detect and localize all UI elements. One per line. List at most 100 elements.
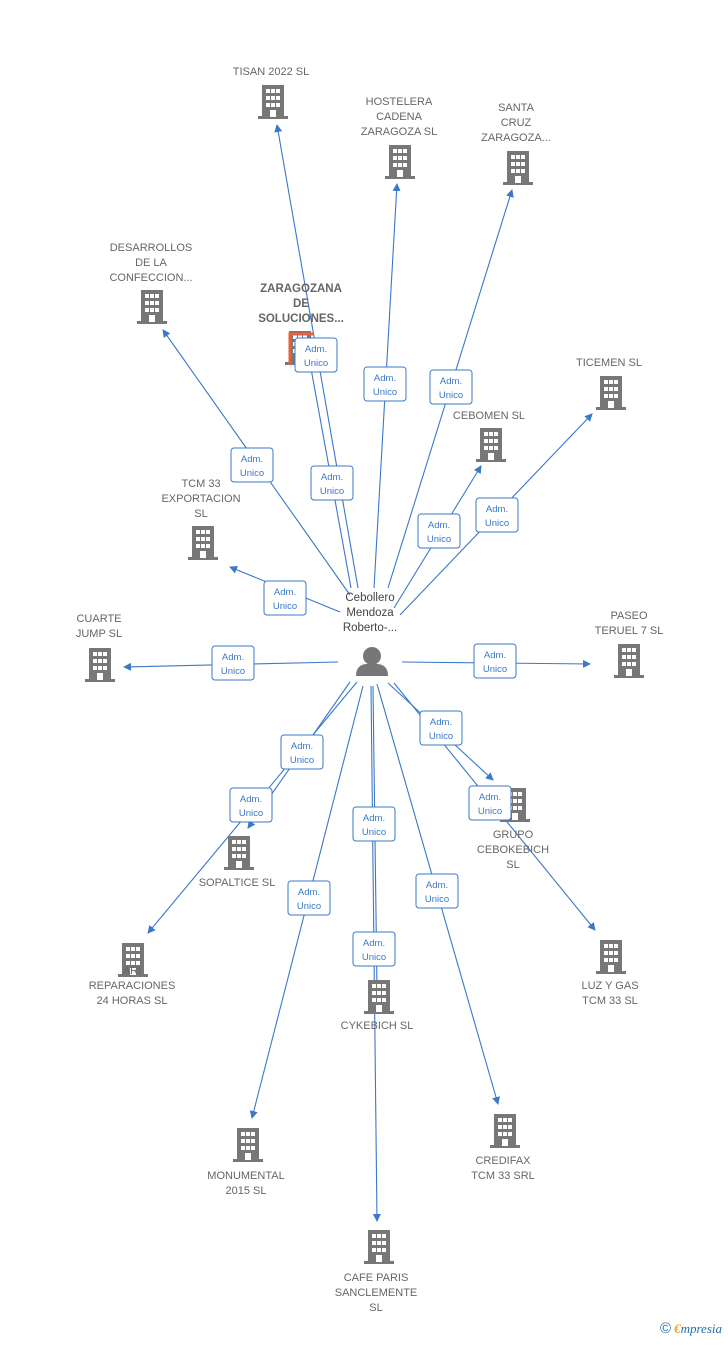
- role-badge-cafeparis[interactable]: Adm.Unico: [352, 806, 396, 842]
- footer-brand[interactable]: ©€mpresia: [660, 1320, 722, 1337]
- person-body-icon: [356, 664, 388, 676]
- company-label-line: HOSTELERA: [366, 96, 433, 108]
- company-node-zaragozana[interactable]: ZARAGOZANADESOLUCIONES...: [258, 283, 344, 365]
- role-text: Adm.: [222, 652, 244, 663]
- role-text: Unico: [297, 901, 321, 912]
- role-badge-credifax[interactable]: Adm.Unico: [415, 873, 459, 909]
- center-person-node[interactable]: Cebollero Mendoza Roberto-...: [343, 592, 397, 676]
- role-badge-tisan[interactable]: Adm.Unico: [294, 337, 338, 373]
- building-icon: [258, 85, 288, 119]
- role-text: Unico: [485, 518, 509, 529]
- building-icon: [364, 1230, 394, 1264]
- company-node-tisan[interactable]: TISAN 2022 SL: [233, 66, 309, 119]
- center-label-line: Mendoza: [346, 607, 394, 619]
- role-box: [475, 497, 519, 533]
- company-node-santacruz[interactable]: SANTACRUZZARAGOZA...: [481, 102, 551, 185]
- building-icon: [188, 526, 218, 560]
- role-badge-tcm33exp[interactable]: Adm.Unico: [263, 580, 307, 616]
- role-box: [211, 645, 255, 681]
- role-badge-zaragozana[interactable]: Adm. Unico: [310, 465, 354, 501]
- company-label-line: TISAN 2022 SL: [233, 66, 309, 78]
- role-box: [468, 785, 512, 821]
- company-label-line: LUZ Y GAS: [581, 980, 638, 992]
- building-icon: [224, 836, 254, 870]
- role-badge-desarrollos[interactable]: Adm.Unico: [230, 447, 274, 483]
- role-box: [310, 465, 354, 501]
- role-badge-cuarte[interactable]: Adm.Unico: [211, 645, 255, 681]
- company-label-line: CONFECCION...: [109, 272, 192, 284]
- building-icon: [137, 290, 167, 324]
- role-text: Adm.: [291, 741, 313, 752]
- company-label-line: CRUZ: [501, 117, 532, 129]
- role-text: Unico: [320, 486, 344, 497]
- company-node-sopaltice[interactable]: SOPALTICE SL: [199, 836, 276, 889]
- company-label-line: CREDIFAX: [475, 1155, 531, 1167]
- role-text: Adm.: [479, 792, 501, 803]
- role-text: Adm.: [321, 472, 343, 483]
- company-label-line: DE LA: [135, 257, 167, 269]
- role-text: Adm.: [426, 880, 448, 891]
- role-text: Unico: [290, 755, 314, 766]
- company-node-cykebich[interactable]: CYKEBICH SL: [341, 980, 414, 1032]
- company-label-line: JUMP SL: [76, 628, 122, 640]
- company-label-line: TCM 33 SL: [582, 995, 638, 1007]
- role-text: Unico: [427, 534, 451, 545]
- building-icon: [614, 644, 644, 678]
- role-badge-cebomen[interactable]: Adm.Unico: [417, 513, 461, 549]
- role-text: Adm.: [486, 504, 508, 515]
- role-text: Adm.: [484, 650, 506, 661]
- company-label-line: 2015 SL: [226, 1185, 267, 1197]
- role-text: Unico: [483, 664, 507, 675]
- role-text: Adm.: [363, 938, 385, 949]
- role-text: Adm.: [274, 587, 296, 598]
- company-label-line: SL: [194, 508, 207, 520]
- role-box: [287, 880, 331, 916]
- company-node-hostelera[interactable]: HOSTELERA CADENA ZARAGOZA SL: [361, 96, 437, 179]
- company-label-line: SOLUCIONES...: [258, 313, 344, 325]
- role-badge-luzygas[interactable]: Adm. Unico: [468, 785, 512, 821]
- center-label-line: Roberto-...: [343, 622, 397, 634]
- building-icon: [85, 648, 115, 682]
- company-label-line: 24 HORAS SL: [97, 995, 168, 1007]
- highlight-building-icon: [288, 332, 314, 365]
- role-box: [229, 787, 273, 823]
- company-label-line: CYKEBICH SL: [341, 1020, 414, 1032]
- company-node-cebomen[interactable]: CEBOMEN SL: [453, 410, 525, 462]
- role-badge-ticemen[interactable]: Adm. Unico: [475, 497, 519, 533]
- role-badge-paseo[interactable]: Adm. Unico: [473, 643, 517, 679]
- role-badge-sopaltice[interactable]: Adm.Unico: [229, 787, 273, 823]
- company-label-line: ARI: [123, 965, 141, 977]
- role-badge-monumental[interactable]: Adm.Unico: [287, 880, 331, 916]
- company-label-line: CADENA: [376, 111, 423, 123]
- building-icon: [476, 428, 506, 462]
- role-badge-cykebich[interactable]: Adm.Unico: [352, 931, 396, 967]
- building-icon: [233, 1128, 263, 1162]
- role-badge-hostelera[interactable]: Adm.Unico: [363, 366, 407, 402]
- company-label-line: TICEMEN SL: [576, 357, 642, 369]
- role-text: Unico: [429, 731, 453, 742]
- role-badge-grupo[interactable]: Adm.Unico: [419, 710, 463, 746]
- role-box: [415, 873, 459, 909]
- role-box: [419, 710, 463, 746]
- role-text: Unico: [362, 827, 386, 838]
- role-badge-santacruz[interactable]: Adm.Unico: [429, 369, 473, 405]
- company-label-line: ZARAGOZA SL: [361, 126, 437, 138]
- company-label-line: CAFE PARIS: [344, 1272, 409, 1284]
- company-label-line: ZARAGOZA...: [481, 132, 551, 144]
- company-label-line: GRUPO: [493, 829, 534, 841]
- company-node-luzygas[interactable]: LUZ Y GAS TCM 33 SL: [581, 940, 639, 1007]
- role-badge-ari[interactable]: Adm. Unico: [280, 734, 324, 770]
- company-node-ticemen[interactable]: TICEMEN SL: [576, 357, 642, 410]
- role-text: Unico: [478, 806, 502, 817]
- role-text: Unico: [240, 468, 264, 479]
